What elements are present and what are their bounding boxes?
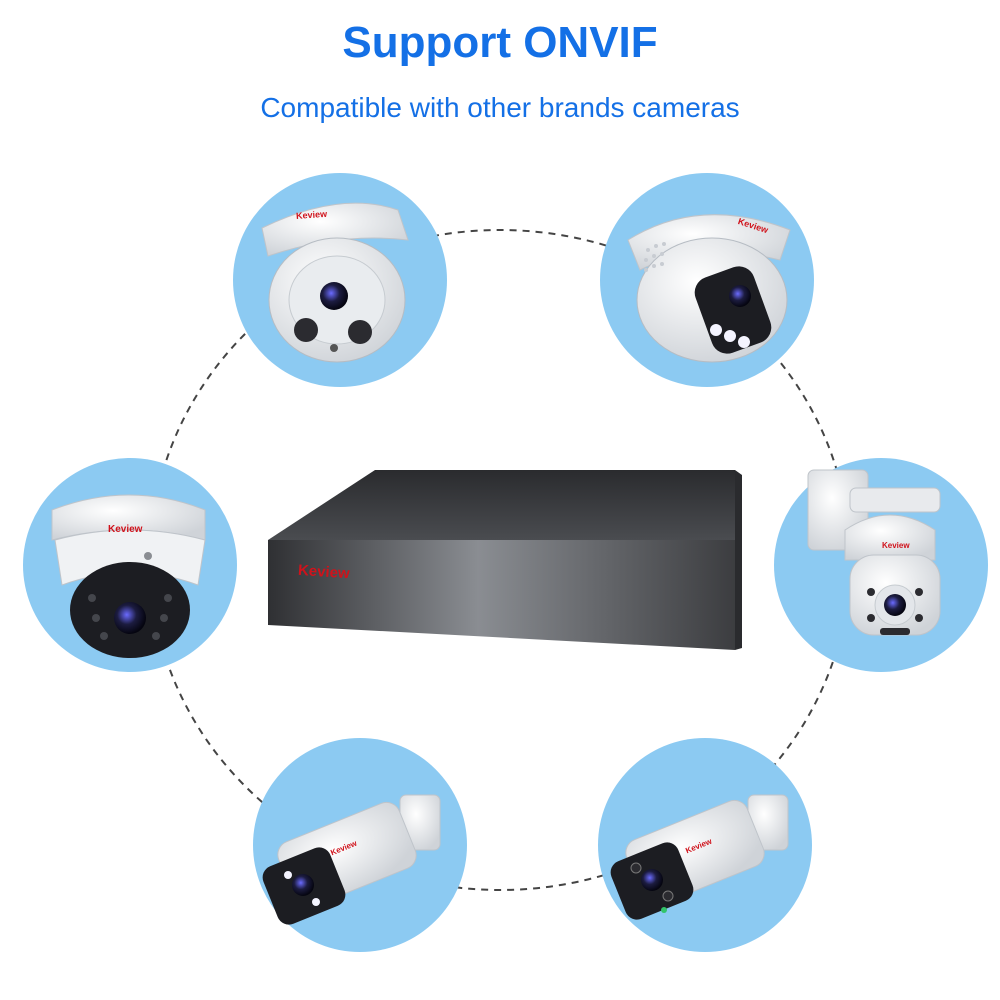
- camera-turret-ir[interactable]: Keview: [233, 173, 447, 387]
- camera-bullet-ir[interactable]: Keview: [598, 738, 812, 952]
- nvr-brand-logo: Keview: [297, 562, 350, 583]
- camera-ptz[interactable]: Keview: [774, 458, 988, 672]
- camera-brand-logo: Keview: [296, 209, 329, 221]
- page-subtitle: Compatible with other brands cameras: [260, 92, 740, 123]
- camera-bullet-color[interactable]: Keview: [253, 738, 467, 952]
- nvr-recorder: Keview: [268, 470, 742, 650]
- camera-brand-logo: Keview: [108, 524, 143, 535]
- camera-brand-logo: Keview: [882, 541, 910, 550]
- page-title: Support ONVIF: [342, 18, 658, 67]
- camera-vandal-dome[interactable]: Keview: [23, 458, 237, 672]
- camera-turret-fullcolor[interactable]: Keview: [600, 173, 814, 387]
